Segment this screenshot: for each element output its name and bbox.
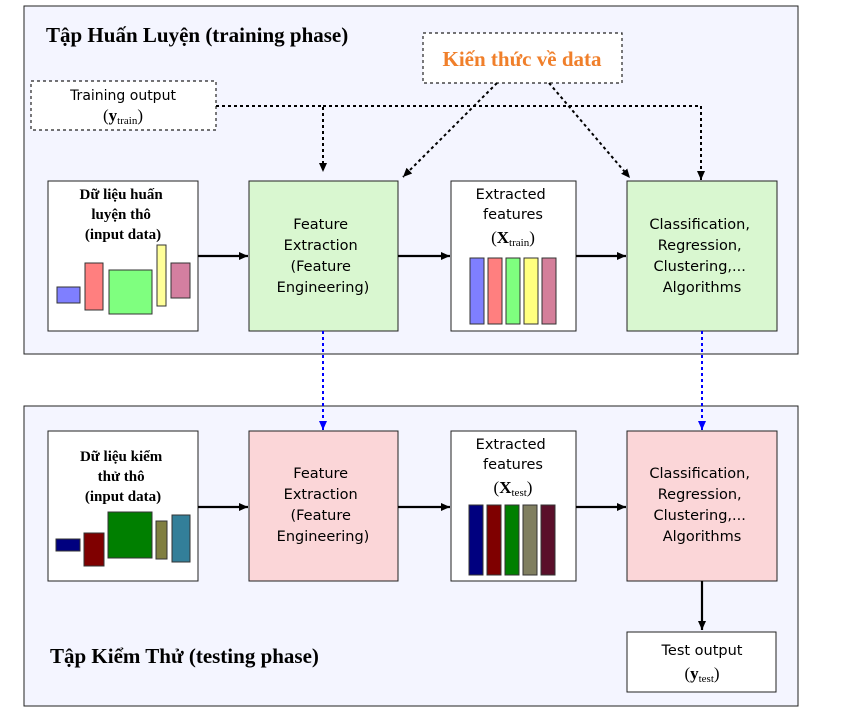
testing-algo-text: Classification, Regression, Clustering,.… <box>649 466 754 545</box>
training-fe-box <box>248 180 399 332</box>
raw-shape <box>108 269 153 315</box>
raw-shape <box>155 520 168 560</box>
feature-bar <box>487 257 503 325</box>
feature-bar <box>468 504 484 576</box>
feature-bar <box>540 504 556 576</box>
feature-bar <box>469 257 485 325</box>
training-output-box <box>30 80 217 131</box>
training-features-text: Extracted features <box>476 187 551 223</box>
testing-fe-box <box>248 430 399 582</box>
feature-bar <box>504 504 520 576</box>
training-raw-shapes <box>56 244 191 315</box>
raw-shape <box>156 244 167 307</box>
testing-title: Tập Kiểm Thử (testing phase) <box>50 644 319 668</box>
feature-bar <box>486 504 502 576</box>
raw-shape <box>170 262 191 299</box>
testing-features-text: Extracted features <box>476 437 551 473</box>
test-output-box <box>626 631 777 693</box>
raw-shape <box>171 514 191 563</box>
raw-shape <box>56 286 81 304</box>
raw-shape <box>55 538 81 552</box>
feature-bar <box>522 504 538 576</box>
raw-shape <box>83 532 105 567</box>
training-title: Tập Huấn Luyện (training phase) <box>46 23 348 47</box>
training-feature-bars <box>469 257 557 325</box>
link-knowledge-to-fe <box>402 82 498 178</box>
testing-raw-shapes <box>55 511 191 567</box>
training-algo-text: Classification, Regression, Clustering,.… <box>649 217 754 296</box>
feature-bar <box>505 257 521 325</box>
training-fe-text: Feature Extraction (Feature Engineering) <box>277 217 370 296</box>
y-train-sub: train <box>117 115 138 127</box>
knowledge-label: Kiến thức về data <box>442 47 602 71</box>
raw-shape <box>84 262 104 311</box>
link-knowledge-to-algo <box>548 82 631 179</box>
raw-shape <box>107 511 153 559</box>
feature-bar <box>541 257 557 325</box>
test-output-label: Test output <box>661 643 743 659</box>
testing-feature-bars <box>468 504 556 576</box>
testing-fe-text: Feature Extraction (Feature Engineering) <box>277 466 370 545</box>
testing-algo-box <box>626 430 778 582</box>
link-output-to-fe <box>216 105 327 172</box>
training-output-label: Training output <box>69 88 176 104</box>
training-algo-box <box>626 180 778 332</box>
training-raw-text: Dữ liệu huấn luyện thô (input data) <box>80 187 167 243</box>
y-train-symbol: y <box>109 106 118 125</box>
link-output-to-algo <box>323 105 705 180</box>
testing-raw-text: Dữ liệu kiểm thử thô (input data) <box>80 449 166 505</box>
knowledge-box <box>422 32 623 84</box>
feature-bar <box>523 257 539 325</box>
